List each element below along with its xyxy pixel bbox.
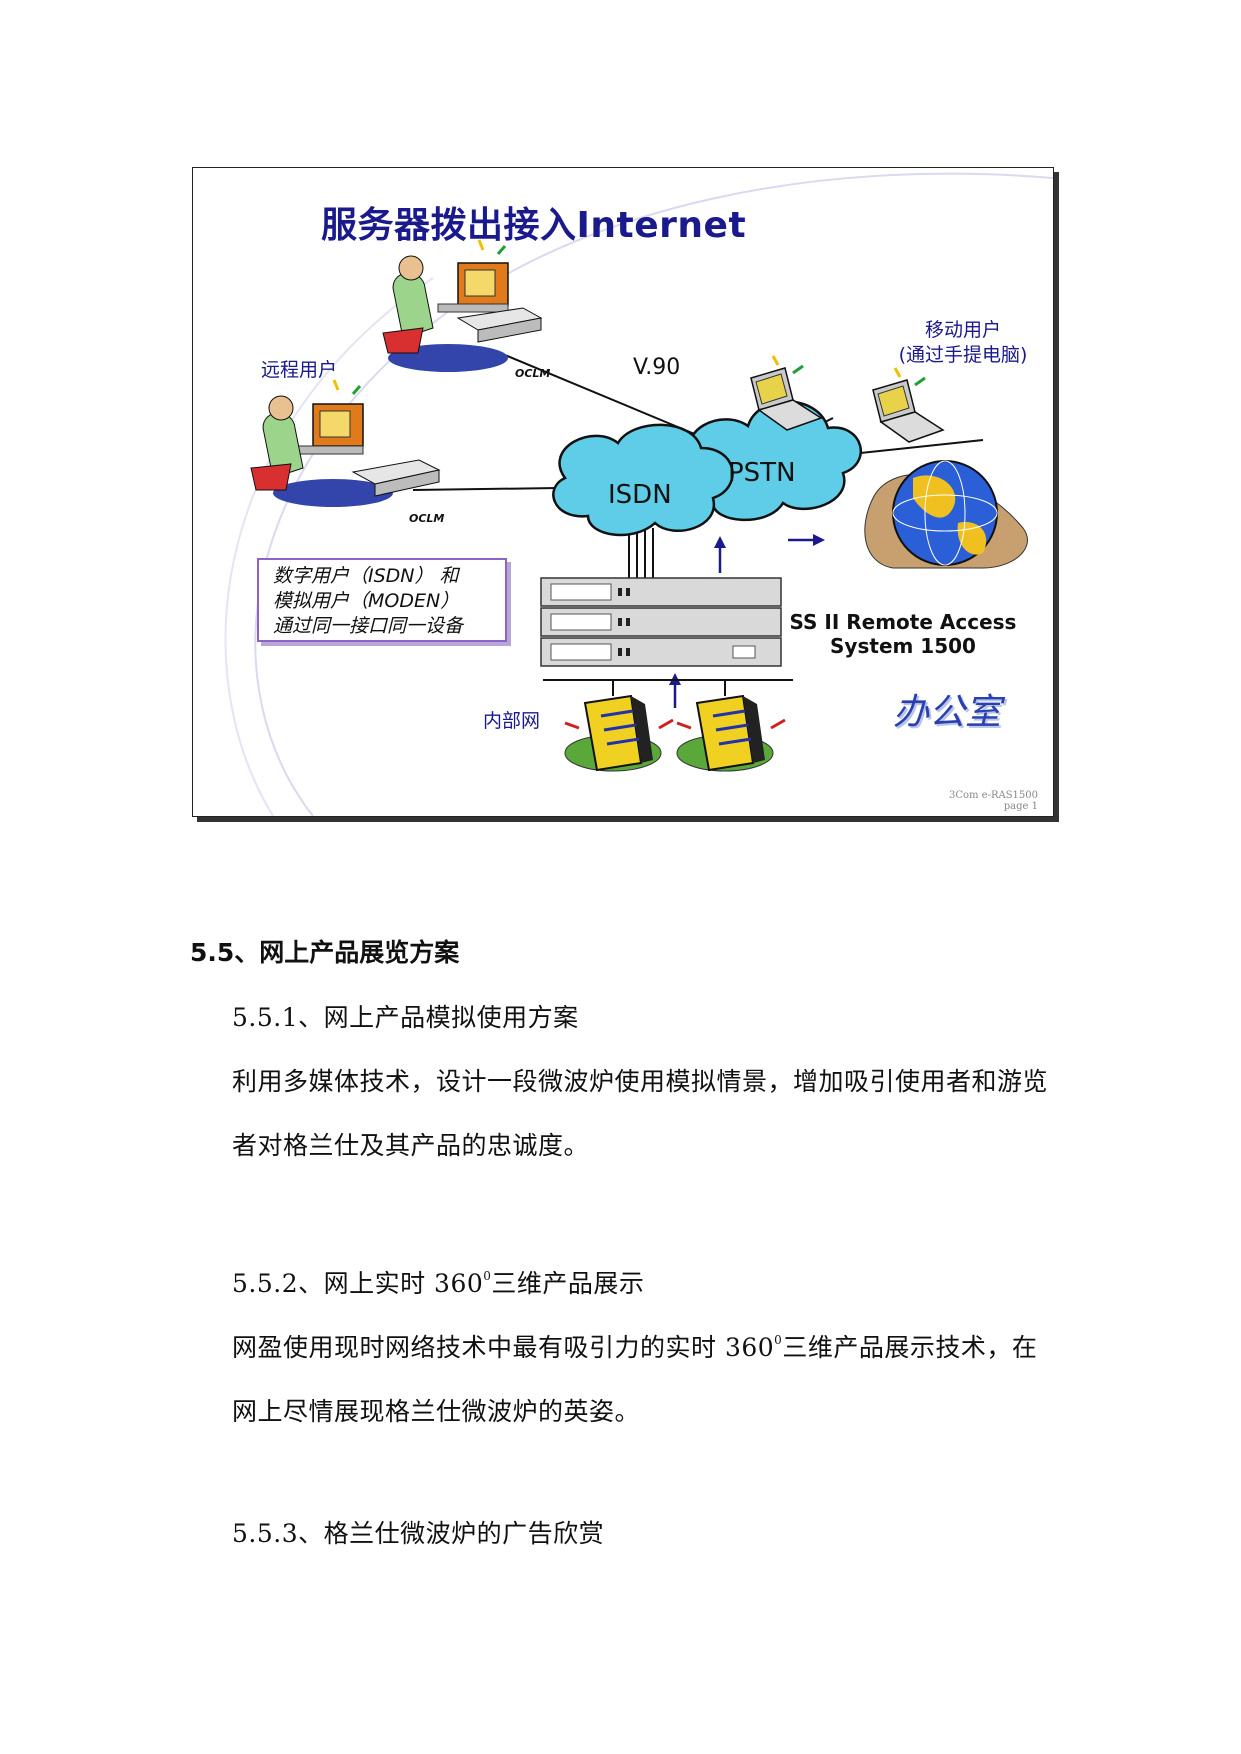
mobile-users-line: 移动用户: [924, 319, 1001, 341]
subheading-text: 三维产品展示: [491, 1269, 645, 1298]
remote-user-icon: [382, 239, 543, 372]
remote-user-icon: [250, 379, 441, 507]
subheading-5-5-3: 5.5.3、格兰仕微波炉的广告欣赏: [232, 1519, 605, 1548]
diagram-title: 服务器拨出接入Internet: [321, 205, 747, 246]
oclm-label: OCLM: [409, 512, 445, 525]
oclm-label: OCLM: [515, 367, 551, 380]
degree-mark: 0: [774, 1333, 783, 1347]
v90-label: V.90: [633, 355, 681, 380]
paragraph-5-5-1: 利用多媒体技术，设计一段微波炉使用模拟情景，增加吸引使用者和游览者对格兰仕及其产…: [232, 1067, 1049, 1160]
note-line: 通过同一接口同一设备: [273, 615, 464, 637]
section-heading: 5.5、网上产品展览方案: [190, 938, 460, 967]
decor-arc: [224, 277, 434, 816]
subheading-5-5-1: 5.5.1、网上产品模拟使用方案: [232, 1003, 579, 1032]
subheading-5-5-2: 5.5.2、网上实时 3600三维产品展示: [232, 1244, 1062, 1316]
right-arrow: [788, 534, 825, 546]
remote-users-label: 远程用户: [261, 359, 338, 381]
pstn-label: PSTN: [728, 458, 796, 488]
diagram-graphics: [224, 172, 1053, 816]
intranet-label: 内部网: [483, 710, 541, 732]
server-icon: [564, 694, 674, 772]
laptop-icon: [750, 355, 823, 431]
degree-mark: 0: [483, 1269, 492, 1283]
isdn-label: ISDN: [608, 480, 672, 510]
link-line: [412, 487, 559, 491]
server-icon: [676, 694, 786, 772]
slide-footer: 3Com e-RAS1500 page 1: [943, 790, 1038, 812]
paragraph-text: 三维产品展示技术，在网上尽情展现格兰仕微波炉的英姿。: [232, 1333, 1038, 1426]
up-arrow: [669, 673, 681, 708]
remote-access-system-label: SS II Remote Access System 1500: [783, 610, 1023, 658]
up-arrow: [714, 536, 726, 573]
laptop-icon: [872, 367, 945, 443]
isdn-cloud: [552, 423, 734, 537]
footer-line: 3Com e-RAS1500: [948, 790, 1038, 801]
note-line: 模拟用户（MODEN）: [273, 590, 460, 612]
mobile-users-line: (通过手提电脑): [898, 344, 1028, 366]
network-diagram: 服务器拨出接入Internet 远程用户 V.90 移动用户 (通过手提电脑) …: [192, 167, 1054, 817]
remote-access-rack: [540, 577, 782, 667]
mobile-users-label: 移动用户 (通过手提电脑): [863, 318, 1053, 368]
ssii-line: System 1500: [830, 634, 976, 658]
note-box: 数字用户（ISDN） 和 模拟用户（MODEN） 通过同一接口同一设备: [257, 558, 507, 642]
paragraph-text: 网盈使用现时网络技术中最有吸引力的实时 360: [232, 1333, 775, 1362]
ssii-line: SS II Remote Access: [789, 610, 1017, 634]
note-line: 数字用户（ISDN） 和: [273, 565, 459, 587]
subheading-text: 5.5.2、网上实时 360: [232, 1269, 484, 1298]
globe-icon: [864, 460, 1028, 569]
footer-line: page 1: [1003, 801, 1038, 812]
paragraph-5-5-2: 网盈使用现时网络技术中最有吸引力的实时 3600三维产品展示技术，在网上尽情展现…: [232, 1308, 1062, 1444]
office-label: 办公室: [893, 692, 1002, 733]
